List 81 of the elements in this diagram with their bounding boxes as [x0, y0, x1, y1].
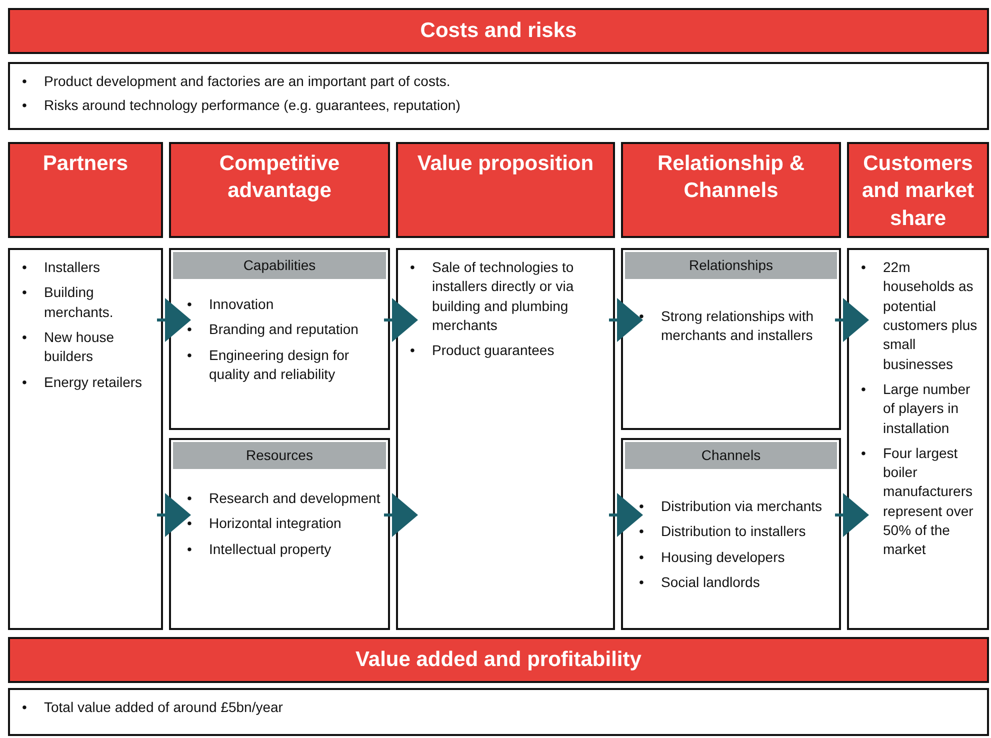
content-panel — [8, 62, 989, 130]
bullet-item: Innovation — [209, 295, 274, 314]
column-header — [847, 142, 989, 238]
column-header — [8, 142, 163, 238]
bullet-marker: • — [639, 522, 645, 542]
bullet-item: Product guarantees — [432, 341, 554, 360]
bullet-marker: • — [22, 258, 28, 277]
column-header — [169, 142, 390, 238]
bullet-marker: • — [861, 258, 867, 277]
bullet-marker: • — [187, 295, 193, 314]
bullet-item: Energy retailers — [44, 372, 142, 392]
bullet-marker: • — [22, 96, 28, 116]
bullet-marker: • — [187, 320, 193, 340]
bullet-marker: • — [639, 572, 645, 592]
bullet-item: New house builders — [44, 328, 116, 366]
bullet-item: Distribution via merchants — [661, 497, 822, 516]
bullet-item: Social landlords — [661, 572, 760, 592]
bullet-item: Strong relationships with merchants and installers — [661, 307, 815, 346]
bullet-item: Distribution to installers — [661, 522, 806, 542]
bullet-item: Four largest boiler manufacturers represent over 50% of the market — [883, 444, 974, 560]
content-panel — [621, 438, 841, 630]
bullet-item: Risks around technology performance (e.g. guarantees, reputation) — [44, 96, 460, 116]
bullet-marker: • — [187, 346, 193, 365]
chevron-arrow — [157, 493, 191, 537]
chevron-arrow — [609, 298, 643, 342]
bullet-marker: • — [410, 258, 416, 277]
bullet-item: Housing developers — [661, 548, 785, 567]
section-banner — [8, 8, 989, 54]
bullet-item: Installers — [44, 258, 100, 277]
chevron-arrow — [835, 493, 869, 537]
bullet-item: Engineering design for quality and reliability — [209, 346, 350, 384]
bullet-item: 22m households as potential customers plus small businesses — [883, 258, 978, 374]
content-panel — [169, 248, 390, 430]
chevron-arrow — [384, 493, 418, 537]
bullet-marker: • — [22, 328, 28, 347]
bullet-marker: • — [639, 497, 645, 516]
content-panel — [8, 248, 163, 630]
bullet-item: Sale of technologies to installers directly or via building and plumbing merchants — [432, 258, 575, 335]
panel-heading: Resources — [173, 442, 386, 469]
bullet-marker: • — [187, 514, 193, 534]
chevron-arrow — [609, 493, 643, 537]
content-panel — [621, 248, 841, 430]
column-title: Relationship & Channels — [656, 151, 806, 204]
bullet-marker: • — [410, 341, 416, 360]
column-title: Competitive advantage — [218, 151, 341, 204]
content-panel — [396, 248, 615, 630]
bullet-marker: • — [861, 444, 867, 463]
column-header — [396, 142, 615, 238]
section-banner — [8, 637, 989, 683]
bullet-item: Horizontal integration — [209, 514, 342, 534]
bullet-item: Research and development — [209, 489, 380, 508]
bullet-marker: • — [187, 540, 193, 559]
content-panel — [8, 688, 989, 736]
banner-title: Costs and risks — [419, 18, 578, 44]
bullet-item: Product development and factories are an important part of costs. — [44, 72, 450, 91]
banner-title: Value added and profitability — [354, 647, 642, 674]
chevron-arrow — [384, 298, 418, 342]
chevron-arrow — [835, 298, 869, 342]
bullet-marker: • — [187, 489, 193, 508]
chevron-arrow — [157, 298, 191, 342]
bullet-marker: • — [22, 72, 28, 91]
panel-heading: Capabilities — [173, 252, 386, 279]
bullet-marker: • — [22, 372, 28, 392]
bullet-marker: • — [861, 380, 867, 399]
bullet-marker: • — [22, 283, 28, 302]
panel-heading: Relationships — [625, 252, 837, 279]
column-header — [621, 142, 841, 238]
bullet-item: Large number of players in installation — [883, 380, 972, 438]
bullet-item: Intellectual property — [209, 540, 332, 559]
bullet-marker: • — [22, 698, 28, 717]
panel-heading: Channels — [625, 442, 837, 469]
bullet-item: Branding and reputation — [209, 320, 358, 340]
bullet-marker: • — [639, 548, 645, 567]
bullet-item: Total value added of around £5bn/year — [44, 698, 283, 717]
column-title: Customers and market share — [860, 151, 976, 232]
bullet-item: Building merchants. — [44, 283, 114, 322]
content-panel — [847, 248, 989, 630]
column-title: Partners — [42, 151, 130, 177]
bullet-marker: • — [639, 307, 645, 326]
content-panel — [169, 438, 390, 630]
column-title: Value proposition — [416, 151, 595, 177]
